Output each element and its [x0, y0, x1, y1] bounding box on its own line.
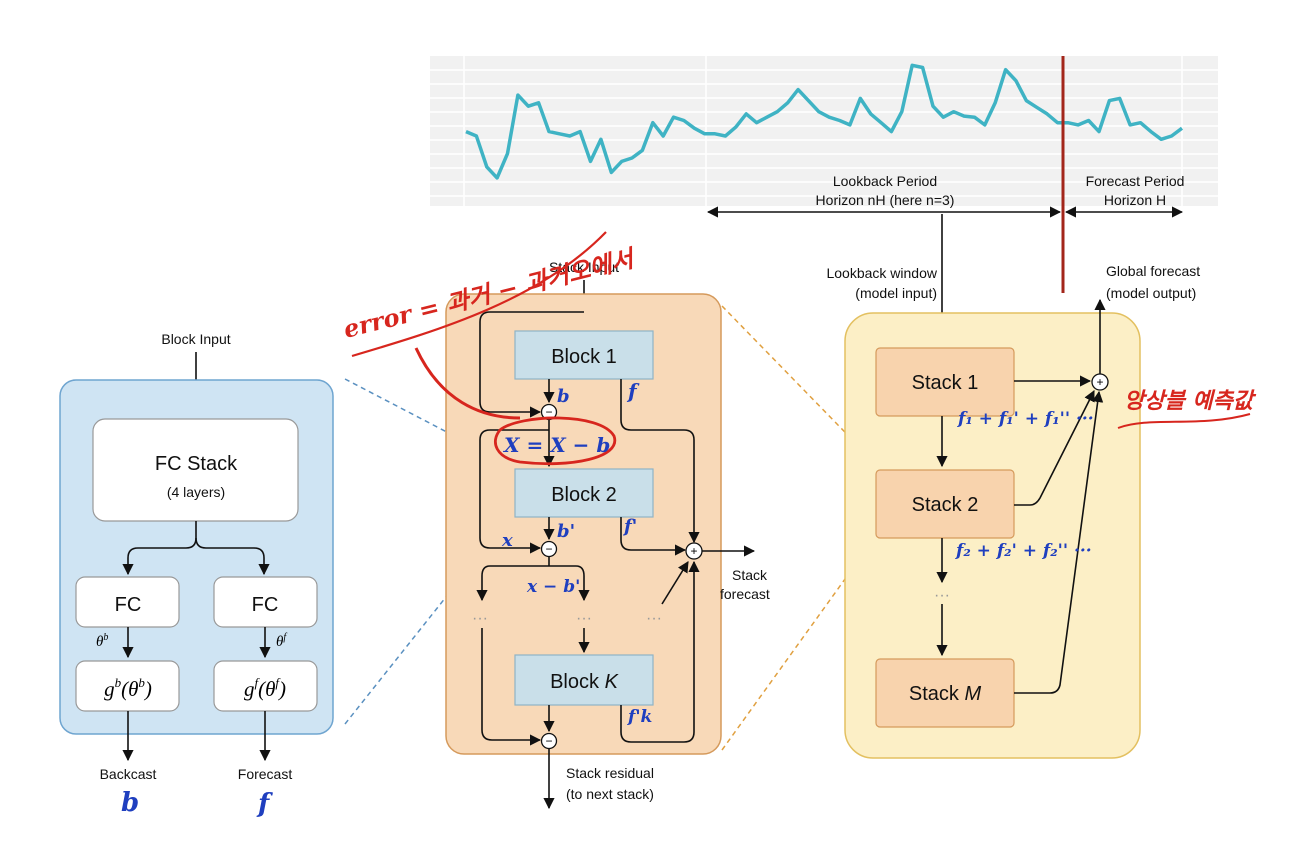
handwritten-b-note: b: [121, 788, 139, 818]
stack-m-label: Stack M: [909, 683, 982, 705]
stack-ellipsis: ···: [934, 587, 950, 604]
fk-note: f'k: [627, 707, 652, 727]
block-panel: Block Input FC Stack (4 layers) FC FC θb…: [59, 331, 334, 819]
stack-2-label: Stack 2: [912, 494, 979, 516]
minus-node-k: [540, 732, 558, 750]
fc-forecast-label: FC: [252, 594, 279, 616]
x-minus-b-note: x − b': [526, 577, 580, 597]
block-input-label: Block Input: [161, 331, 230, 347]
stack-residual-label: Stack residual: [566, 765, 654, 781]
forecast-label: Forecast: [238, 766, 293, 782]
stack-input-label: Stack Input: [549, 259, 619, 275]
stack2-sum-note: f₂ + f₂' + f₂'' ···: [955, 541, 1092, 561]
blockk-forecast-arrow: [620, 560, 700, 743]
plus-node-global-symbol: +: [1096, 375, 1103, 389]
blockk-skip-arrow: [481, 628, 542, 746]
lookback-window-label: Lookback window: [826, 265, 937, 281]
lookback-window-sublabel: (model input): [855, 285, 937, 301]
split-right-arrow: [549, 565, 590, 602]
fc-stack-sublabel: (4 layers): [167, 484, 225, 500]
block-1-label: Block 1: [551, 346, 617, 368]
block-k-label: Block K: [550, 671, 619, 693]
stack-forecast-label: Stack: [732, 567, 768, 583]
stack-forecast-sublabel: forecast: [720, 586, 770, 602]
block1-forecast-arrow: [620, 379, 700, 544]
x-note-2: x: [501, 530, 513, 551]
stack1-sum-note: f₁ + f₁' + f₁'' ···: [957, 409, 1094, 429]
ellipsis-right: ···: [646, 610, 662, 627]
ensemble-note: 앙상블 예측값: [1124, 388, 1257, 414]
stack-panel: Stack Input Block 1 − Block 2 − + Stack …: [445, 259, 770, 810]
ellipsis-middle: ···: [576, 610, 592, 627]
g-forecast-label: gf(θf): [244, 675, 286, 701]
plus-node-stack-symbol: +: [690, 544, 697, 558]
lookback-period-label: Lookback Period: [833, 173, 937, 189]
fc-backcast-label: FC: [115, 594, 142, 616]
stack-2-box: [875, 469, 1015, 539]
error-underline: [351, 231, 607, 358]
red-pointer-stroke: [414, 347, 521, 420]
block2-forecast-arrow: [620, 517, 687, 556]
stackm-forecast-arrow: [1014, 390, 1104, 694]
stack-panel-background: [445, 293, 722, 755]
minus-node-2-symbol: −: [545, 542, 552, 556]
fc-split-left-arrow: [122, 521, 197, 576]
block2-skip-arrow: [479, 429, 549, 554]
stack-residual-sublabel: (to next stack): [566, 786, 654, 802]
b-note-1: b: [557, 386, 570, 407]
theta-f-label: θf: [276, 632, 287, 650]
x-update-note: X = X − b: [502, 433, 610, 457]
model-panel: Stack 1 Stack 2 ··· Stack M +: [844, 298, 1141, 759]
minus-node-k-symbol: −: [545, 734, 552, 748]
ensemble-underline: [1117, 413, 1251, 429]
forecast-horizon-label: Horizon H: [1104, 192, 1166, 208]
minus-node-2: [540, 540, 558, 558]
handwritten-f-note: f: [256, 789, 273, 819]
f-note-1: f: [626, 379, 640, 403]
global-forecast-label: Global forecast: [1106, 263, 1200, 279]
stack-1-box: [875, 347, 1015, 417]
timeseries-grid: [430, 56, 1218, 206]
stack2-forecast-arrow: [1014, 390, 1095, 506]
split-left-arrow: [476, 565, 549, 602]
later-forecast-arrow: [661, 561, 689, 605]
red-circle-highlight: [494, 416, 617, 466]
backcast-label: Backcast: [100, 766, 157, 782]
block-2-label: Block 2: [551, 484, 617, 506]
minus-node-1: [540, 403, 558, 421]
block-2-box: [514, 468, 654, 518]
fc-split-right-arrow: [195, 537, 270, 576]
timeseries-background: [430, 56, 1218, 206]
block1-skip-arrow: [479, 311, 584, 418]
minus-node-1-symbol: −: [545, 405, 552, 419]
theta-b-label: θb: [96, 632, 108, 650]
timeseries-chart: Lookback Period Horizon nH (here n=3) Fo…: [430, 56, 1218, 293]
b-note-2: b': [557, 521, 575, 542]
forecast-period-label: Forecast Period: [1086, 173, 1185, 189]
lookback-horizon-label: Horizon nH (here n=3): [816, 192, 955, 208]
block-1-box: [514, 330, 654, 380]
g-backcast-label: gb(θb): [104, 675, 152, 701]
block-k-box: [514, 654, 654, 706]
fc-stack-label: FC Stack: [155, 453, 238, 475]
ellipsis-left: ···: [472, 610, 488, 627]
global-forecast-sublabel: (model output): [1106, 285, 1196, 301]
stack-1-label: Stack 1: [912, 372, 979, 394]
f-note-2: f': [622, 516, 637, 537]
